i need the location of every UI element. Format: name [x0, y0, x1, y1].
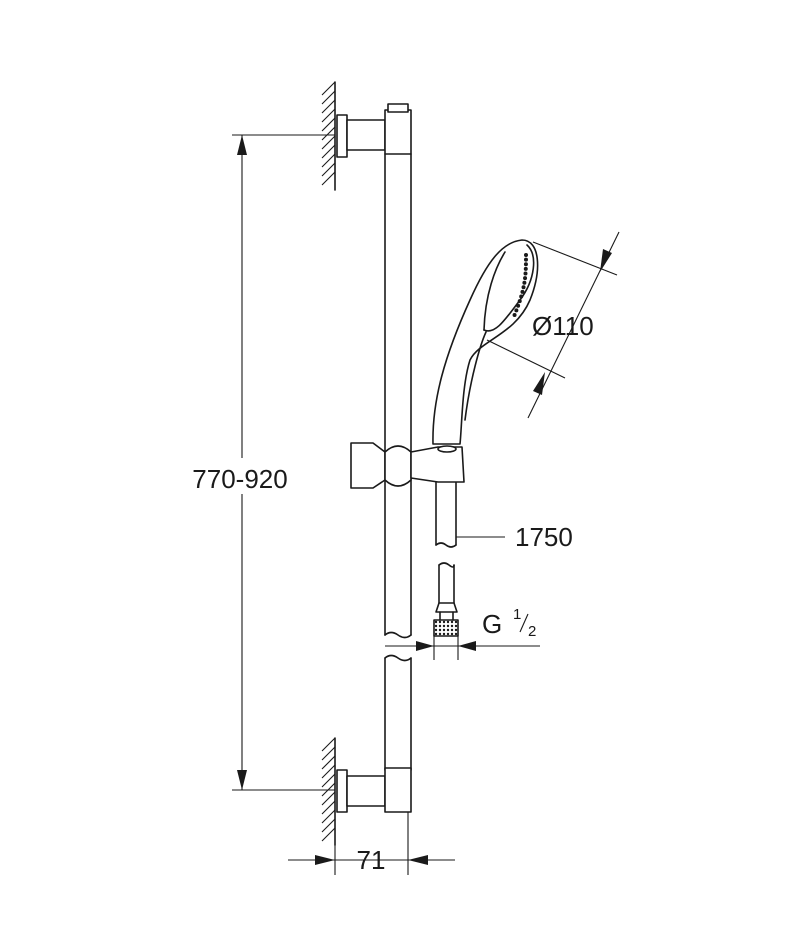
hose-length-label: 1750 [515, 522, 573, 552]
hose-upper [435, 481, 457, 548]
knurl-dot [438, 624, 442, 628]
hatch-line [321, 818, 336, 833]
rail-lower [384, 654, 412, 771]
hatch-line [321, 90, 336, 105]
spray-hole [521, 285, 526, 290]
knurl-dot [446, 628, 450, 632]
spray-hole [519, 294, 524, 299]
diameter-dimension [486, 231, 620, 419]
knurl-dot [438, 632, 442, 636]
wall-hatch-top [321, 81, 336, 191]
sliding-holder [350, 442, 465, 489]
spray-hole [522, 280, 527, 285]
hatch-line [321, 171, 336, 186]
wall-distance-label: 71 [357, 845, 386, 875]
hatch-line [321, 117, 336, 132]
wall-distance-dimension [288, 812, 455, 875]
thread-denominator: 2 [528, 623, 536, 640]
knurl-dot [450, 632, 454, 636]
knurl-dot [454, 628, 458, 632]
spray-hole [512, 313, 517, 317]
spray-hole [523, 257, 528, 262]
spray-hole [523, 266, 528, 271]
knurl-dot [450, 624, 454, 628]
knurl-dot [442, 624, 446, 628]
diameter-label: Ø110 [532, 311, 594, 341]
knurl-dot [434, 632, 438, 636]
knurl-dot [434, 624, 438, 628]
knurl-dot [446, 632, 450, 636]
hatch-line [321, 809, 336, 824]
hatch-line [321, 791, 336, 806]
hatch-line [321, 773, 336, 788]
height-range-label: 770-920 [192, 464, 287, 494]
spray-hole [514, 308, 519, 313]
knurl-dot [454, 620, 458, 624]
rail-upper [384, 153, 412, 639]
hatch-line [321, 162, 336, 177]
spray-hole [516, 303, 521, 308]
knurl-dot [446, 624, 450, 628]
knurl-dot [438, 620, 442, 624]
hatch-line [321, 99, 336, 114]
hatch-line [321, 755, 336, 770]
hose-lower [435, 562, 458, 613]
spray-hole [520, 289, 525, 294]
thread-dimension [385, 636, 540, 660]
knurl-dot [434, 620, 438, 624]
spray-hole [523, 276, 528, 281]
knurl-dot [450, 628, 454, 632]
knurl-dot [438, 628, 442, 632]
thread-letter: G [482, 609, 502, 639]
spray-hole [523, 271, 528, 276]
knurl-dot [442, 628, 446, 632]
hatch-line [321, 144, 336, 159]
bottom-wall-bracket [336, 767, 412, 813]
hatch-line [321, 800, 336, 815]
knurl-dot [442, 620, 446, 624]
hatch-line [321, 764, 336, 779]
knurl-dot [446, 620, 450, 624]
hatch-line [321, 737, 336, 752]
thread-numerator: 1 [513, 606, 521, 623]
wall-hatch-bottom [321, 737, 336, 846]
knurl-dot [450, 620, 454, 624]
hose-nut [433, 611, 459, 637]
top-wall-bracket [336, 103, 412, 158]
height-dimension [180, 134, 335, 791]
knurl-dot [442, 632, 446, 636]
hatch-line [321, 135, 336, 150]
knurl-dot [434, 628, 438, 632]
hatch-line [321, 746, 336, 761]
hatch-line [321, 827, 336, 842]
hatch-line [321, 153, 336, 168]
hand-shower [432, 239, 539, 445]
hatch-line [321, 81, 336, 96]
spray-hole [517, 299, 522, 304]
knurl-dot [454, 624, 458, 628]
hatch-line [321, 108, 336, 123]
knurl-dot [454, 632, 458, 636]
thread-label: G 1 2 [482, 606, 536, 640]
spray-hole [524, 253, 528, 257]
hatch-line [321, 126, 336, 141]
spray-hole [523, 262, 528, 267]
